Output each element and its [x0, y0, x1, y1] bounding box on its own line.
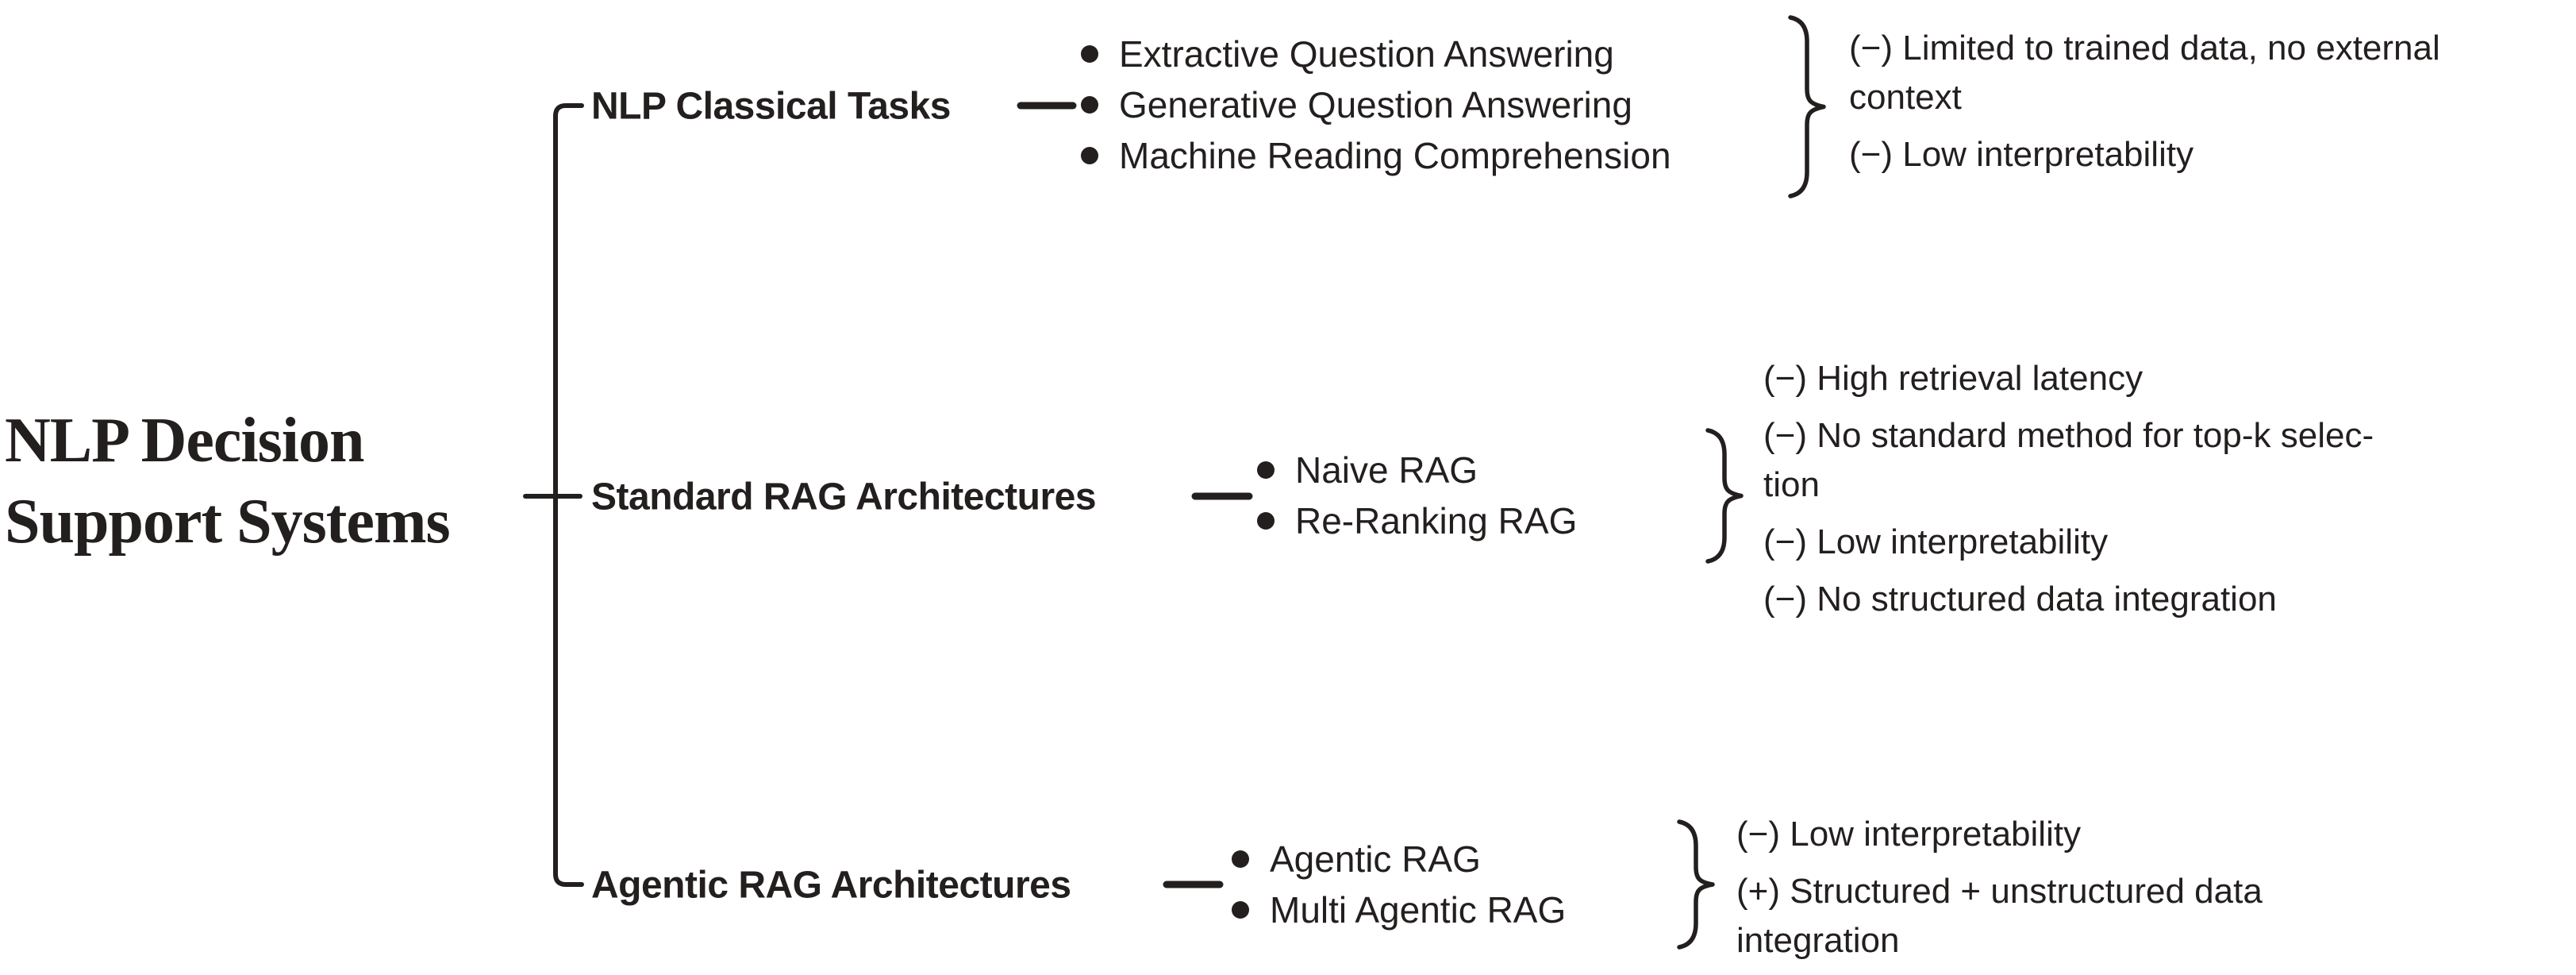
notes-block-standard-rag: (−) High retrieval latency (−) No standa…: [1763, 354, 2576, 632]
note-item: (−) Low interpretability: [1763, 522, 2109, 561]
note-item: (−) High retrieval latency: [1763, 359, 2143, 398]
curly-brace-branch3: [1677, 819, 1715, 950]
bullet-icon: [1081, 96, 1098, 114]
bullet-icon: [1257, 512, 1275, 530]
note-item: (−) Low interpretability: [1849, 135, 2194, 174]
branch-label-nlp-classical-tasks: NLP Classical Tasks: [591, 85, 952, 128]
note-item: (−) Limited to trained data, no external…: [1849, 29, 2440, 117]
bullet-list-standard-rag: Naive RAG Re-Ranking RAG: [1257, 445, 1577, 546]
note-item: (−) No structured data integration: [1763, 580, 2277, 619]
list-item: Extractive Question Answering: [1081, 29, 1671, 79]
root-line-2: Support Systems: [5, 487, 451, 557]
list-item-label: Multi Agentic RAG: [1270, 889, 1567, 931]
bullet-list-agentic-rag: Agentic RAG Multi Agentic RAG: [1232, 834, 1566, 935]
bullet-icon: [1081, 45, 1098, 63]
list-item: Agentic RAG: [1232, 834, 1566, 884]
list-item-label: Extractive Question Answering: [1119, 33, 1614, 75]
bullet-icon: [1257, 461, 1275, 479]
bullet-list-nlp-classical-tasks: Extractive Question Answering Generative…: [1081, 29, 1671, 181]
note-item: (−) No standard method for top-k selec- …: [1763, 416, 2374, 504]
bullet-icon: [1232, 850, 1249, 868]
list-item: Generative Question Answering: [1081, 79, 1671, 130]
list-item-label: Agentic RAG: [1270, 838, 1481, 880]
note-item: (−) Low interpretability: [1736, 815, 2082, 854]
branch-label-standard-rag-architectures: Standard RAG Architectures: [591, 476, 1097, 518]
note-item: (+) Structured + unstructured data integ…: [1736, 872, 2263, 960]
list-item: Naive RAG: [1257, 445, 1577, 495]
list-item: Re-Ranking RAG: [1257, 495, 1577, 546]
list-item: Machine Reading Comprehension: [1081, 130, 1671, 181]
list-item-label: Re-Ranking RAG: [1295, 500, 1578, 541]
bullet-icon: [1081, 147, 1098, 164]
curly-brace-branch1: [1788, 15, 1826, 198]
notes-block-nlp-classical-tasks: (−) Limited to trained data, no external…: [1849, 24, 2576, 187]
curly-brace-branch2: [1705, 428, 1744, 564]
root-node-label: NLP Decision Support Systems: [5, 400, 451, 562]
bullet-icon: [1232, 901, 1249, 919]
root-line-1: NLP Decision: [5, 406, 364, 476]
list-item-label: Naive RAG: [1295, 449, 1478, 491]
notes-block-agentic-rag: (−) Low interpretability (+) Structured …: [1736, 810, 2576, 973]
list-item-label: Machine Reading Comprehension: [1119, 135, 1671, 176]
list-item-label: Generative Question Answering: [1119, 84, 1632, 125]
list-item: Multi Agentic RAG: [1232, 884, 1566, 935]
branch-label-agentic-rag-architectures: Agentic RAG Architectures: [591, 864, 1071, 907]
